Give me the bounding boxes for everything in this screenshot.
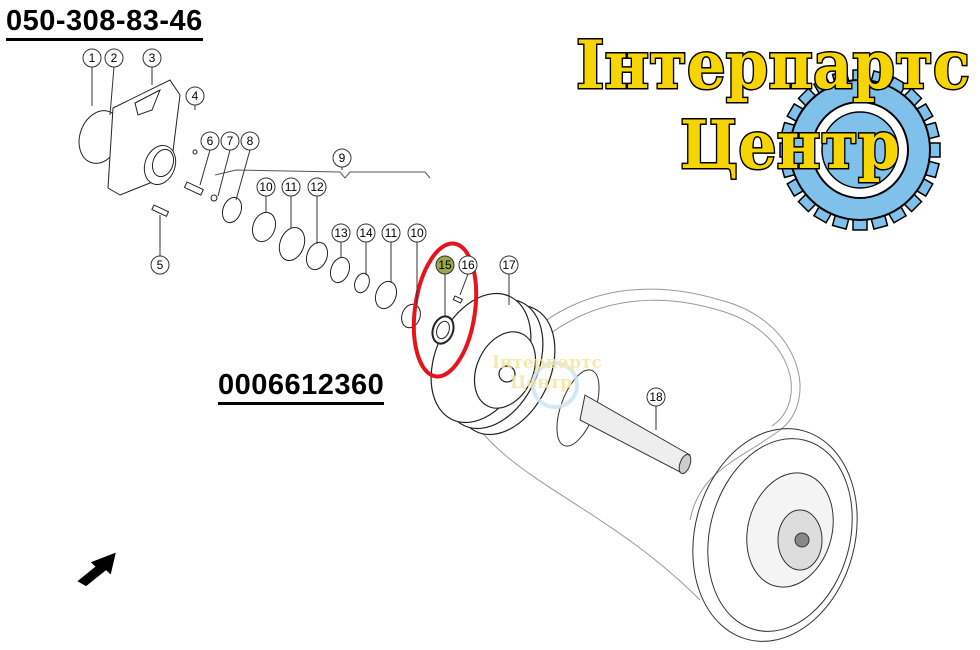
callout-label: 11 xyxy=(285,180,298,194)
callout-label: 16 xyxy=(461,258,475,272)
callout-label: 5 xyxy=(157,258,164,272)
callout-label: 10 xyxy=(259,180,273,194)
logo-line2: Центр xyxy=(680,106,900,184)
direction-arrow-icon xyxy=(77,552,116,587)
callout-label: 13 xyxy=(334,226,348,240)
callout-1: 1 xyxy=(82,48,102,106)
callout-4: 4 xyxy=(185,86,205,110)
shaft xyxy=(556,369,692,475)
callout-label: 4 xyxy=(192,89,199,103)
callout-16: 16 xyxy=(458,255,478,296)
bolt xyxy=(151,204,170,217)
callout-label: 9 xyxy=(339,151,346,165)
callout-9: 9 xyxy=(332,148,352,170)
callout-10: 10 xyxy=(256,177,276,212)
callout-label: 1 xyxy=(89,51,96,65)
callout-label: 6 xyxy=(207,134,214,148)
watermark: Інтерпартс Центр xyxy=(492,353,602,409)
callout-label: 14 xyxy=(359,226,373,240)
callout-5: 5 xyxy=(150,215,170,275)
v-belt-pulley xyxy=(430,292,556,436)
phone-number: 050-308-83-46 xyxy=(6,4,203,41)
callout-18: 18 xyxy=(646,387,666,430)
part-number: 0006612360 xyxy=(218,368,385,405)
callout-12: 12 xyxy=(307,177,327,244)
callout-11: 11 xyxy=(281,177,301,228)
callout-label: 7 xyxy=(227,134,234,148)
group-bracket-9 xyxy=(214,169,431,179)
callout-label: 2 xyxy=(111,51,118,65)
callout-3: 3 xyxy=(142,48,162,85)
callout-label: 15 xyxy=(438,258,452,272)
bolt xyxy=(183,181,204,196)
callout-label: 18 xyxy=(649,390,663,404)
svg-text:Інтерпартс: Інтерпартс xyxy=(492,353,602,373)
callout-13: 13 xyxy=(331,223,351,258)
callout-10: 10 xyxy=(407,223,427,305)
callout-label: 10 xyxy=(410,226,424,240)
logo-gear-icon xyxy=(779,69,941,231)
logo-text: Інтерпартс Центр xyxy=(575,25,972,186)
callout-label: 3 xyxy=(149,51,156,65)
callout-label: 12 xyxy=(310,180,324,194)
callout-label: 17 xyxy=(502,258,516,272)
callout-2: 2 xyxy=(104,48,124,116)
fan-pulley xyxy=(692,428,858,642)
callout-8: 8 xyxy=(235,131,260,201)
callout-label: 11 xyxy=(385,226,398,240)
svg-text:Центр: Центр xyxy=(510,373,572,393)
callout-11: 11 xyxy=(381,223,401,283)
highlight-ring xyxy=(411,241,479,379)
callout-6: 6 xyxy=(199,131,220,186)
bearing-housing-parts xyxy=(78,79,463,345)
callout-7: 7 xyxy=(217,131,240,197)
callout-14: 14 xyxy=(356,223,376,275)
logo-line1: Інтерпартс xyxy=(576,26,970,104)
callout-17: 17 xyxy=(499,255,519,305)
callout-15: 15 xyxy=(435,255,455,316)
callout-label: 8 xyxy=(247,134,254,148)
